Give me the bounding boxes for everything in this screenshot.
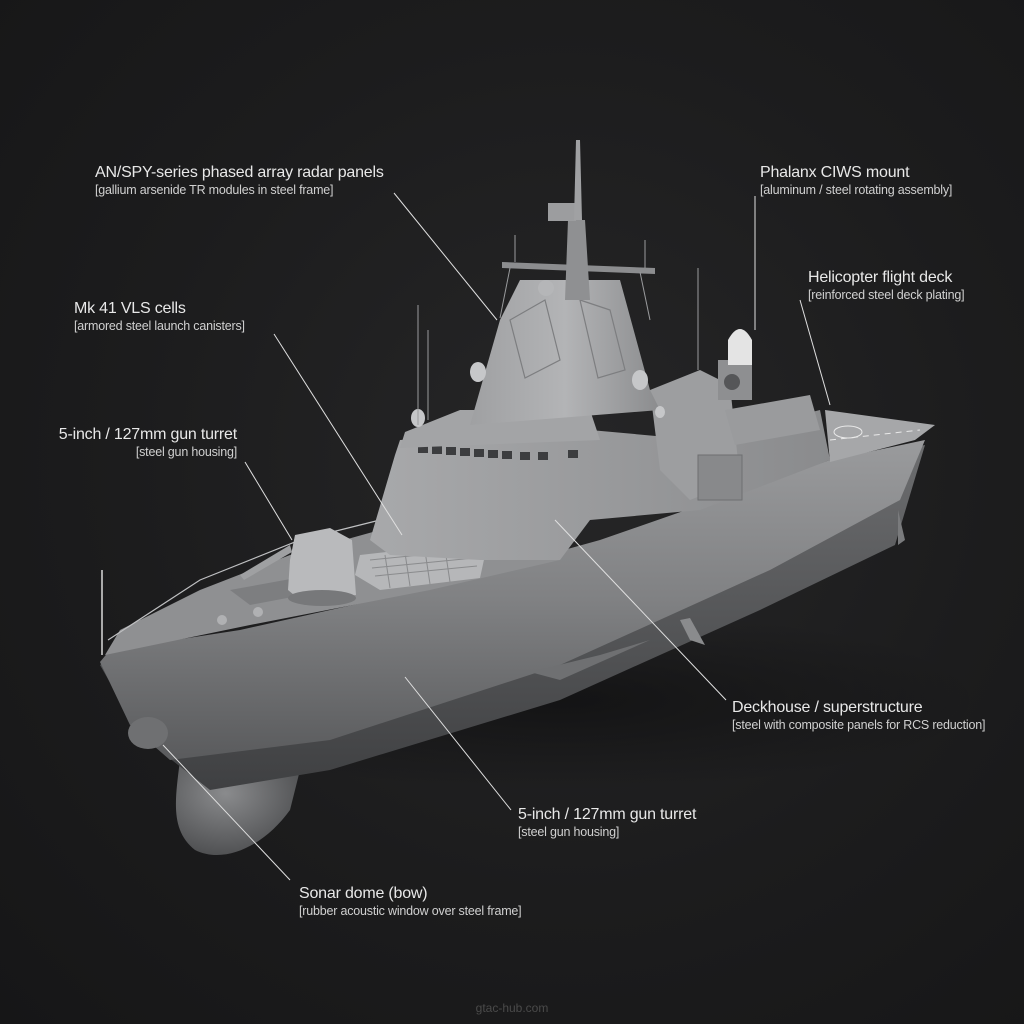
callout-title: 5-inch / 127mm gun turret (58, 426, 237, 443)
watermark: gtac-hub.com (475, 1001, 549, 1015)
callout-material: [reinforced steel deck plating] (808, 288, 965, 302)
turret-base (288, 590, 356, 606)
capstan (217, 615, 227, 625)
leader-vls (273, 333, 403, 536)
callout-vls: Mk 41 VLS cells [armored steel launch ca… (74, 299, 245, 334)
hangar-grille (697, 454, 743, 501)
callout-material: [steel gun housing] (135, 445, 237, 459)
callout-gun-lower: 5-inch / 127mm gun turret [steel gun hou… (518, 805, 696, 840)
callout-deckhouse: Deckhouse / superstructure [steel with c… (732, 698, 985, 733)
main-mast (565, 220, 590, 300)
hull-side (100, 440, 925, 760)
callout-material: [gallium arsenide TR modules in steel fr… (95, 183, 334, 197)
sensor-dome (470, 362, 486, 382)
bridge-deck (400, 410, 600, 448)
gun-barrel (240, 545, 292, 580)
leader-lines (162, 192, 831, 881)
helicopter-deck (825, 410, 935, 462)
callout-radar: AN/SPY-series phased array radar panels … (95, 163, 384, 198)
capstan (253, 607, 263, 617)
ciws-gun (724, 374, 740, 390)
radar-array-panel (509, 299, 561, 379)
surface-radar (548, 203, 576, 221)
bilge-keel (530, 640, 650, 680)
callout-title: Mk 41 VLS cells (74, 300, 186, 317)
gun-turret (288, 528, 356, 600)
callout-ciws: Phalanx CIWS mount [aluminum / steel rot… (760, 163, 952, 198)
leader-radar (393, 192, 498, 321)
callout-gun-upper: 5-inch / 127mm gun turret [steel gun hou… (40, 425, 237, 460)
callout-material: [aluminum / steel rotating assembly] (760, 183, 953, 197)
callout-title: Helicopter flight deck (808, 269, 953, 286)
radar-tower (470, 280, 660, 425)
antenna-whips (417, 235, 699, 425)
callout-title: AN/SPY-series phased array radar panels (95, 164, 384, 181)
sensor-dome (632, 370, 648, 390)
callout-title: Sonar dome (bow) (299, 885, 428, 902)
callout-material: [steel with composite panels for RCS red… (732, 718, 986, 732)
stabilizer-fin (680, 618, 705, 645)
radar-array-panel (579, 299, 626, 379)
aft-superstructure (725, 395, 820, 445)
landing-circle (833, 425, 863, 439)
bow-bulb (128, 717, 168, 749)
satcom-antenna (538, 280, 554, 296)
callout-helideck: Helicopter flight deck [reinforced steel… (808, 268, 965, 303)
ciws-radome (728, 329, 752, 365)
sensor-dome (655, 406, 665, 418)
rudder (898, 510, 905, 545)
callout-title: Deckhouse / superstructure (732, 699, 923, 716)
callout-title: 5-inch / 127mm gun turret (518, 806, 697, 823)
mast-top (574, 140, 582, 220)
callout-material: [armored steel launch canisters] (74, 319, 245, 333)
leader-gun-lower (404, 676, 512, 811)
leader-deckhouse (554, 519, 727, 701)
callout-material: [steel gun housing] (518, 825, 620, 839)
leader-gun-upper (244, 461, 293, 541)
callout-sonar: Sonar dome (bow) [rubber acoustic window… (299, 884, 522, 919)
callout-material: [rubber acoustic window over steel frame… (299, 904, 522, 918)
callout-title: Phalanx CIWS mount (760, 164, 910, 181)
leader-helideck (799, 299, 831, 406)
bridge-windows (418, 445, 578, 460)
leader-sonar (162, 744, 291, 881)
deck-rail (107, 519, 381, 641)
